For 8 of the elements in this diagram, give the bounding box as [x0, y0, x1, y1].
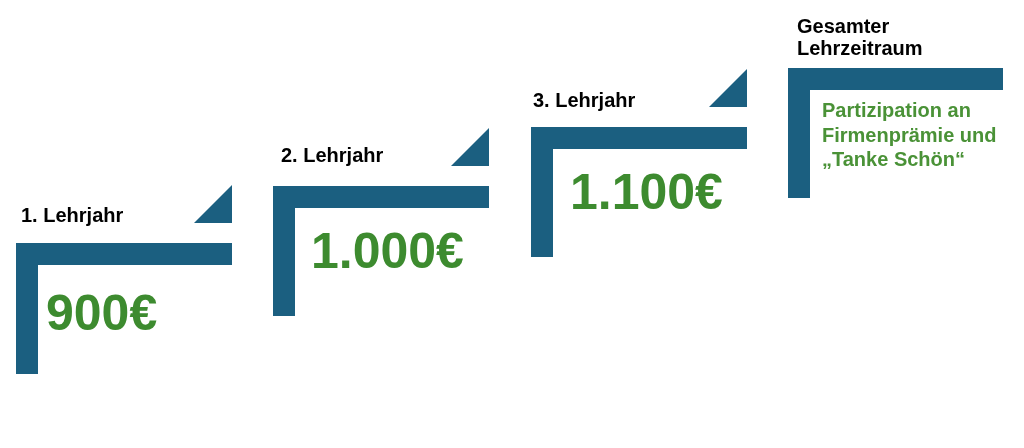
step-heading: 3. Lehrjahr	[533, 89, 636, 111]
amount-text: 1.000€	[311, 226, 464, 276]
benefit-text: Partizipation an Firmenprämie und „Tanke Schön“	[822, 98, 998, 172]
step-heading: Gesamter Lehrzeitraum	[797, 15, 924, 59]
amount-text: 1.100€	[570, 167, 723, 217]
amount-text: 900€	[46, 288, 158, 338]
step-heading: 2. Lehrjahr	[281, 144, 384, 166]
step-heading: 1. Lehrjahr	[21, 204, 124, 226]
